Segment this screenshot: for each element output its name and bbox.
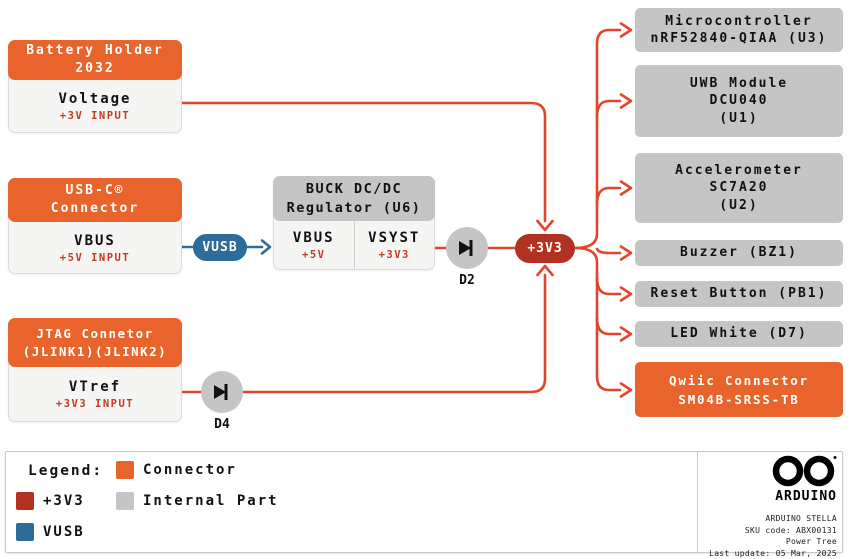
load-label-line: Qwiic Connector: [669, 372, 809, 388]
footer-info: ARDUINO STELLA SKU code: ABX00131 Power …: [667, 513, 837, 559]
load-uwb-module: UWB Module DCU040 (U1): [635, 65, 843, 137]
legend-item-connector: Connector: [116, 461, 237, 479]
load-reset-button: Reset Button (PB1): [635, 281, 843, 307]
box-title-line: Battery Holder: [26, 43, 164, 58]
load-led-white: LED White (D7): [635, 321, 843, 347]
buck-regulator-header: BUCK DC/DC Regulator (U6): [273, 176, 435, 221]
load-label-line: UWB Module: [689, 75, 789, 91]
load-label-line: Accelerometer: [675, 162, 803, 178]
footer-info-line: SKU code: ABX00131: [744, 525, 837, 535]
legend-panel: Legend: +3V3 VUSB Connector Internal Par…: [5, 451, 843, 553]
plus3v3-net-pill: +3V3: [515, 234, 575, 263]
load-accelerometer: Accelerometer SC7A20 (U2): [635, 153, 843, 223]
battery-holder-box: Battery Holder 2032 Voltage +3V INPUT: [8, 40, 182, 133]
signal-label: VBUS: [74, 232, 116, 249]
arrow-up-into-3v3: [536, 264, 554, 277]
legend-label: VUSB: [43, 524, 85, 540]
wire-jtag-to-3v3: [180, 273, 547, 394]
arduino-wordmark: ARDUINO: [775, 489, 837, 504]
box-title-line: JTAG Connetor: [36, 325, 154, 341]
box-title-line: BUCK DC/DC: [305, 180, 403, 197]
wire-branch-buzzer: [595, 247, 622, 255]
legend-swatch-vusb: [16, 523, 34, 541]
wire-branch-uwb: [595, 99, 622, 119]
load-label-line: LED White (D7): [670, 326, 808, 342]
box-title-line: Regulator (U6): [286, 199, 422, 216]
load-label-line: (U1): [719, 110, 759, 126]
battery-holder-body: Voltage +3V INPUT: [9, 81, 181, 132]
load-microcontroller: Microcontroller nRF52840-QIAA (U3): [635, 8, 843, 52]
load-label-line: Reset Button (PB1): [650, 286, 828, 302]
jtag-connector-body: VTref +3V3 INPUT: [9, 368, 181, 421]
wire-branch-led: [595, 316, 622, 336]
panel-divider: [697, 452, 698, 552]
arrow-into-led: [619, 326, 633, 342]
arrow-into-buzzer: [619, 245, 633, 261]
diode-d2-label: D2: [459, 273, 475, 288]
regulator-vsyst-cell: VSYST +3V3: [353, 221, 435, 269]
box-title-line: USB-C®: [65, 183, 125, 198]
diode-d2: [446, 227, 488, 269]
arrow-into-uwb: [619, 93, 633, 109]
box-title-line: 2032: [75, 61, 115, 76]
voltage-note: +3V INPUT: [59, 110, 131, 122]
legend-title: Legend:: [28, 463, 104, 479]
usbc-connector-box: USB-C® Connector VBUS +5V INPUT: [8, 178, 182, 274]
voltage-note: +3V3: [378, 248, 410, 261]
signal-label: VTref: [68, 379, 122, 395]
signal-label: Voltage: [58, 91, 132, 107]
legend-label: Internal Part: [143, 493, 279, 509]
legend-label: Connector: [143, 462, 237, 478]
jtag-connector-header: JTAG Connetor (JLINK1)(JLINK2): [8, 318, 182, 367]
legend-item-vusb: VUSB: [16, 523, 85, 541]
usbc-connector-header: USB-C® Connector: [8, 178, 182, 222]
wire-branch-accelerometer: [595, 186, 622, 206]
load-label-line: SM04B-SRSS-TB: [678, 391, 800, 407]
wire-3v3-trunk-up: [573, 28, 622, 250]
legend-item-3v3: +3V3: [16, 492, 85, 510]
legend-swatch-internal-part: [116, 492, 134, 510]
signal-label: VSYST: [368, 229, 421, 246]
arrow-down-into-3v3: [536, 219, 554, 232]
voltage-note: +3V3 INPUT: [55, 398, 135, 410]
arrow-into-qwiic: [619, 382, 633, 398]
load-label-line: SC7A20: [709, 180, 769, 196]
usbc-connector-body: VBUS +5V INPUT: [9, 223, 181, 273]
legend-item-internal-part: Internal Part: [116, 492, 279, 510]
footer-info-line: Power Tree: [785, 537, 837, 546]
signal-label: VBUS: [292, 229, 335, 246]
arrow-into-regulator: [260, 239, 272, 255]
arrow-into-microcontroller: [619, 22, 633, 38]
legend-label: +3V3: [43, 493, 85, 509]
regulator-vbus-cell: VBUS +5V: [274, 221, 354, 269]
footer-info-line: Last update: 05 Mar, 2025: [709, 548, 837, 558]
arrow-into-reset: [619, 286, 633, 302]
vusb-net-pill: VUSB: [193, 234, 247, 261]
diode-d4: [201, 371, 243, 413]
wire-branch-reset: [595, 276, 622, 296]
load-label-line: (U2): [719, 197, 759, 213]
load-label-line: nRF52840-QIAA (U3): [650, 31, 828, 46]
buck-regulator-pins: VBUS +5V VSYST +3V3: [274, 221, 434, 269]
load-buzzer: Buzzer (BZ1): [635, 240, 843, 266]
arrow-into-accelerometer: [619, 180, 633, 196]
box-title-line: (JLINK1)(JLINK2): [22, 343, 168, 359]
legend-swatch-connector: [116, 461, 134, 479]
jtag-connector-box: JTAG Connetor (JLINK1)(JLINK2) VTref +3V…: [8, 318, 182, 422]
footer-brand-block: ARDUINO ARDUINO STELLA SKU code: ABX0013…: [667, 455, 837, 559]
legend-swatch-3v3: [16, 492, 34, 510]
load-label-line: DCU040: [709, 93, 769, 109]
load-label-line: Microcontroller: [665, 13, 813, 29]
box-title-line: Connector: [50, 201, 140, 216]
wire-3v3-trunk-down: [573, 246, 622, 392]
battery-holder-header: Battery Holder 2032: [8, 40, 182, 80]
voltage-note: +5V INPUT: [59, 251, 131, 264]
load-qwiic-connector: Qwiic Connector SM04B-SRSS-TB: [635, 362, 843, 417]
footer-info-line: ARDUINO STELLA: [765, 514, 837, 523]
load-label-line: Buzzer (BZ1): [680, 245, 798, 261]
arduino-logo-icon: [772, 455, 837, 487]
buck-regulator-box: BUCK DC/DC Regulator (U6) VBUS +5V VSYST…: [273, 176, 435, 270]
diode-d4-label: D4: [214, 417, 230, 432]
voltage-note: +5V: [302, 248, 326, 261]
